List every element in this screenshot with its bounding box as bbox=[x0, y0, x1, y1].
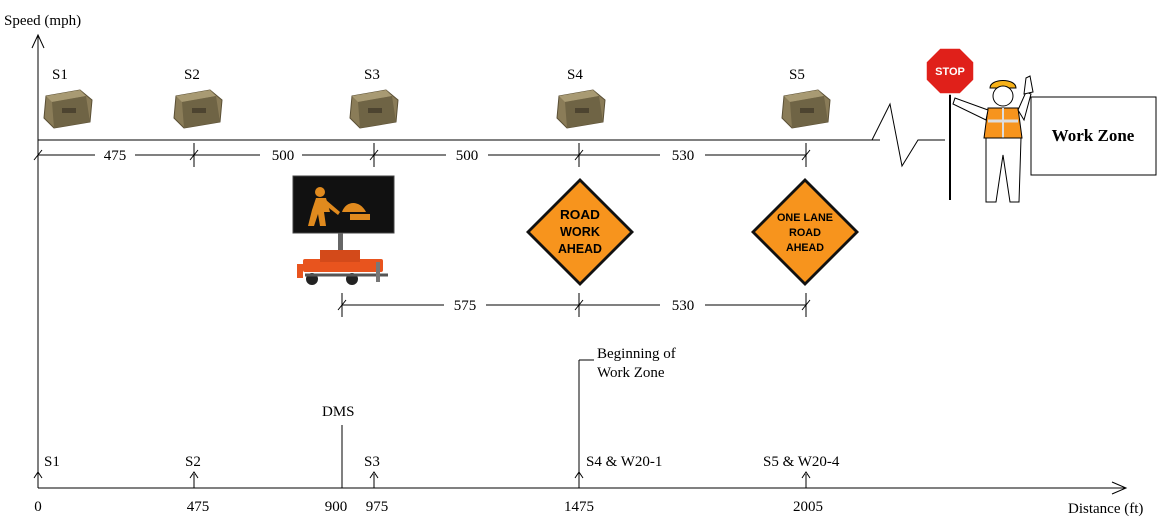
x-tick-475: 475 bbox=[187, 499, 210, 515]
beginning-label-line1: Beginning of bbox=[597, 346, 676, 362]
bottom-dimension-line bbox=[337, 293, 811, 317]
stop-sign-text: STOP bbox=[935, 66, 965, 78]
one-lane-road-ahead-line3: AHEAD bbox=[786, 242, 824, 254]
work-zone-box bbox=[1030, 96, 1157, 176]
road-work-ahead-line3: AHEAD bbox=[558, 241, 602, 256]
x-tick-0: 0 bbox=[34, 499, 42, 515]
y-axis-arrowhead bbox=[31, 33, 45, 49]
dms-trailer-icon bbox=[292, 175, 395, 285]
one-lane-road-ahead-line2: ROAD bbox=[789, 227, 821, 239]
x-tick-1475: 1475 bbox=[564, 499, 594, 515]
bottom-label-s2: S2 bbox=[185, 454, 201, 470]
spacing-s4-s5-signs: 530 bbox=[672, 298, 695, 314]
x-tick-975: 975 bbox=[366, 499, 389, 515]
sensor-device-icon-s2 bbox=[173, 89, 223, 129]
road-work-ahead-line2: WORK bbox=[560, 224, 601, 239]
spacing-s1-s2: 475 bbox=[104, 148, 127, 164]
flagger-icon: STOP bbox=[925, 47, 1034, 203]
bottom-label-s1: S1 bbox=[44, 454, 60, 470]
sensor-device-icon-s1 bbox=[43, 89, 93, 129]
dms-label: DMS bbox=[322, 404, 355, 420]
road-work-ahead-sign: ROAD WORK AHEAD bbox=[526, 178, 634, 286]
spacing-dms-s4: 575 bbox=[454, 298, 477, 314]
x-axis-label: Distance (ft) bbox=[1068, 501, 1143, 517]
one-lane-road-ahead-line1: ONE LANE bbox=[777, 212, 833, 224]
x-tick-2005: 2005 bbox=[793, 499, 823, 515]
spacing-s3-s4: 500 bbox=[456, 148, 479, 164]
road-break-icon bbox=[871, 102, 945, 168]
spacing-s4-s5: 530 bbox=[672, 148, 695, 164]
x-tick-900: 900 bbox=[325, 499, 348, 515]
bottom-marker-s2: S2 bbox=[185, 454, 201, 488]
top-dimension-line bbox=[33, 143, 811, 167]
sensor-label-s5: S5 bbox=[789, 67, 805, 83]
x-axis-arrowhead bbox=[1111, 481, 1128, 495]
one-lane-road-ahead-sign: ONE LANE ROAD AHEAD bbox=[751, 178, 859, 286]
sensor-label-s4: S4 bbox=[567, 67, 583, 83]
bottom-marker-s5: S5 & W20-4 bbox=[763, 454, 840, 488]
sensor-label-s2: S2 bbox=[184, 67, 200, 83]
road-work-ahead-sign-face bbox=[530, 182, 630, 282]
beginning-label-line2: Work Zone bbox=[597, 365, 665, 381]
y-axis-label: Speed (mph) bbox=[4, 13, 81, 29]
sensor-device-icon-s3 bbox=[349, 89, 399, 129]
stop-sign-icon bbox=[925, 47, 975, 95]
bottom-marker-s3: S3 bbox=[364, 454, 380, 488]
bottom-label-s5: S5 & W20-4 bbox=[763, 454, 840, 470]
sensor-device-icon-s5 bbox=[781, 89, 831, 129]
bottom-label-s4: S4 & W20-1 bbox=[586, 454, 662, 470]
road-work-ahead-line1: ROAD bbox=[560, 207, 600, 222]
bottom-label-s3: S3 bbox=[364, 454, 380, 470]
bottom-marker-s1: S1 bbox=[33, 454, 60, 488]
work-zone-label: Work Zone bbox=[1052, 126, 1135, 145]
sensor-device-icon-s4 bbox=[556, 89, 606, 129]
spacing-s2-s3: 500 bbox=[272, 148, 295, 164]
one-lane-road-ahead-sign-face bbox=[755, 182, 855, 282]
sensor-label-s3: S3 bbox=[364, 67, 380, 83]
sensor-label-s1: S1 bbox=[52, 67, 68, 83]
bottom-marker-s4: S4 & W20-1 bbox=[574, 454, 662, 488]
